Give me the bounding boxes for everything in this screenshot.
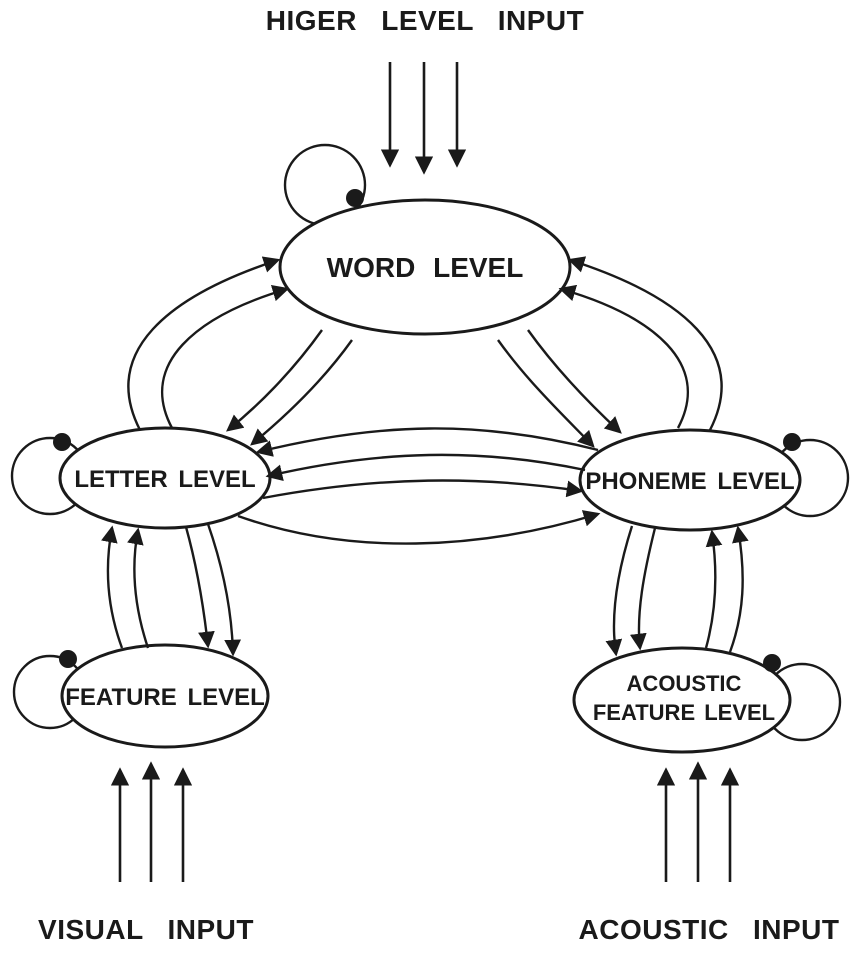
edge-letter-to-feature-1 (184, 526, 215, 649)
edge-letter-to-word-1 (127, 256, 281, 431)
edge-letter-to-phoneme-1 (262, 479, 584, 500)
phoneme-level-node (578, 428, 802, 532)
edge-word-to-letter-1 (226, 329, 323, 432)
edge-phoneme-to-word-2 (558, 284, 689, 429)
higher-level-input-label: HIGER LEVEL INPUT (266, 5, 584, 36)
edge-acoustic-feature-to-phoneme-2 (728, 525, 749, 653)
word-level-label: WORD LEVEL (327, 252, 524, 283)
edge-feature-to-letter-2 (127, 527, 150, 649)
edge-word-to-letter-2 (250, 339, 353, 446)
edge-letter-to-phoneme-2 (237, 510, 601, 545)
edge-phoneme-to-word-1 (567, 256, 723, 431)
edges (101, 256, 749, 657)
acoustic-feature-level-label-line2: FEATURE LEVEL (593, 700, 775, 725)
input-arrows (110, 62, 740, 882)
edge-feature-to-letter-1 (101, 525, 124, 649)
labels: HIGER LEVEL INPUT WORD LEVEL LETTER LEVE… (38, 5, 839, 945)
acoustic-feature-level-node (572, 646, 792, 754)
edge-word-to-phoneme-1 (527, 329, 622, 434)
edge-phoneme-to-letter-2 (265, 453, 586, 481)
edge-letter-to-word-2 (160, 285, 290, 429)
letter-level-label: LETTER LEVEL (74, 466, 255, 493)
edge-word-to-phoneme-2 (497, 339, 595, 448)
phoneme-level-label: PHONEME LEVEL (585, 468, 794, 495)
nodes (58, 198, 802, 754)
acoustic-input-label: ACOUSTIC INPUT (579, 914, 840, 945)
visual-input-label: VISUAL INPUT (38, 914, 254, 945)
edge-letter-to-feature-2 (206, 523, 242, 657)
edge-phoneme-to-acoustic-feature-2 (629, 527, 657, 651)
feature-level-label: FEATURE LEVEL (65, 684, 265, 711)
edge-phoneme-to-letter-1 (255, 427, 599, 457)
loop-dots (53, 189, 801, 672)
word-loop-dot (346, 189, 364, 207)
phoneme-loop-dot (783, 433, 801, 451)
edge-phoneme-to-acoustic-feature-1 (605, 525, 634, 657)
feature-loop-dot (59, 650, 77, 668)
feature-level-node (60, 643, 270, 749)
acoustic-feature-loop-dot (763, 654, 781, 672)
acoustic-feature-level-label-line1: ACOUSTIC (627, 671, 742, 696)
letter-loop-dot (53, 433, 71, 451)
edge-acoustic-feature-to-phoneme-1 (704, 529, 723, 649)
